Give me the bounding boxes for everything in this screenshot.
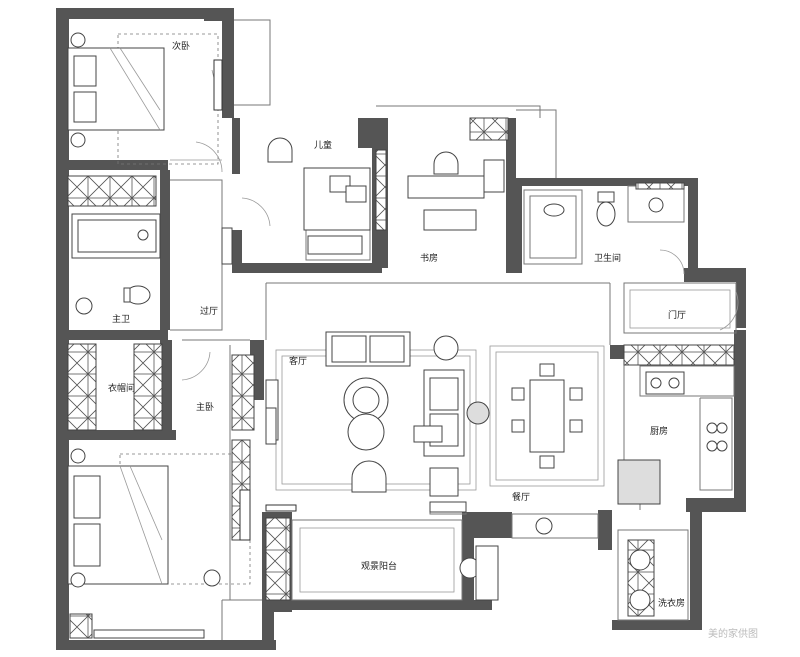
label-dining-room: 餐厅: [512, 493, 531, 503]
label-balcony: 观景阳台: [361, 562, 398, 572]
label-bathroom: 卫生间: [594, 254, 622, 264]
label-kitchen: 厨房: [650, 427, 669, 437]
furniture: [67, 32, 739, 639]
label-master-bedroom: 主卧: [196, 403, 215, 413]
label-laundry: 洗衣房: [658, 599, 686, 609]
label-master-bath: 主卫: [112, 315, 131, 325]
label-living-room: 客厅: [289, 357, 308, 367]
label-kids-room: 儿童: [314, 141, 333, 151]
windows: [213, 59, 297, 541]
label-entrance: 门厅: [668, 311, 687, 321]
label-cloakroom: 衣帽间: [108, 384, 136, 394]
label-corridor: 过厅: [200, 307, 219, 317]
label-study: 书房: [420, 254, 439, 264]
label-second-bedroom: 次卧: [172, 42, 191, 52]
watermark: 美的家供图: [708, 629, 758, 640]
